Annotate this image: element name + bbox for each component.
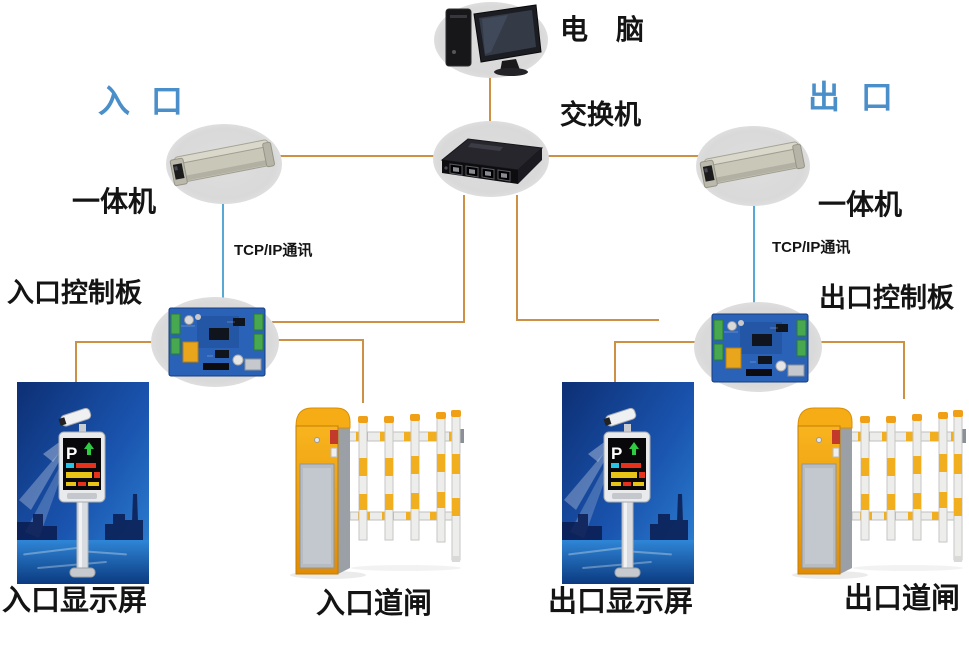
connector-exit-board-display-h (614, 341, 698, 343)
connector-entrance-board-display-v (75, 341, 77, 384)
exit-camera-label: 一体机 (818, 189, 903, 220)
connector-entrance-board-gate-v (362, 339, 364, 403)
connector-switch-entrance-board-h (272, 321, 465, 323)
entrance-gate-label: 入口道闸 (316, 588, 433, 620)
entrance-zone-label: 入 口 (98, 83, 189, 119)
exit-control-board-icon (711, 313, 809, 383)
entrance-display-label: 入口显示屏 (2, 585, 148, 617)
network-switch-icon (440, 138, 544, 184)
entrance-tcpip-label: TCP/IP通讯 (234, 242, 313, 259)
entrance-board-label: 入口控制板 (7, 278, 142, 308)
connector-switch-exit-board-v (516, 195, 518, 321)
switch-label: 交换机 (560, 100, 641, 130)
connector-switch-entrance-board-v (463, 195, 465, 323)
connector-exit-board-gate-v (903, 341, 905, 399)
connector-exit-board-display-v (614, 341, 616, 384)
connector-exit-camera-switch (545, 155, 699, 157)
connector-entrance-board-display-h (75, 341, 161, 343)
exit-camera-icon (699, 141, 805, 189)
svg-text:P: P (66, 444, 77, 463)
connector-exit-camera-board-tcpip (753, 204, 755, 304)
exit-gate-label: 出口道闸 (844, 583, 961, 615)
svg-text:P: P (611, 444, 622, 463)
exit-zone-label: 出 口 (808, 79, 899, 115)
exit-display-image: P (562, 382, 694, 584)
entrance-camera-icon (169, 139, 275, 187)
connector-switch-exit-board-h (516, 319, 659, 321)
connector-computer-switch (489, 76, 491, 124)
entrance-display-image: P (17, 382, 149, 584)
exit-tcpip-label: TCP/IP通讯 (772, 239, 851, 256)
connector-exit-board-gate-h (819, 341, 905, 343)
entrance-gate-image (290, 407, 464, 579)
exit-display-label: 出口显示屏 (548, 586, 694, 618)
exit-gate-image (792, 407, 966, 579)
connector-entrance-camera-switch (278, 155, 438, 157)
computer-icon (445, 4, 542, 76)
exit-board-label: 出口控制板 (819, 283, 954, 313)
entrance-camera-label: 一体机 (72, 186, 157, 217)
connector-entrance-camera-board-tcpip (222, 202, 224, 300)
entrance-control-board-icon (168, 307, 266, 377)
computer-label: 电 脑 (560, 14, 645, 45)
connector-entrance-board-gate-h (276, 339, 364, 341)
